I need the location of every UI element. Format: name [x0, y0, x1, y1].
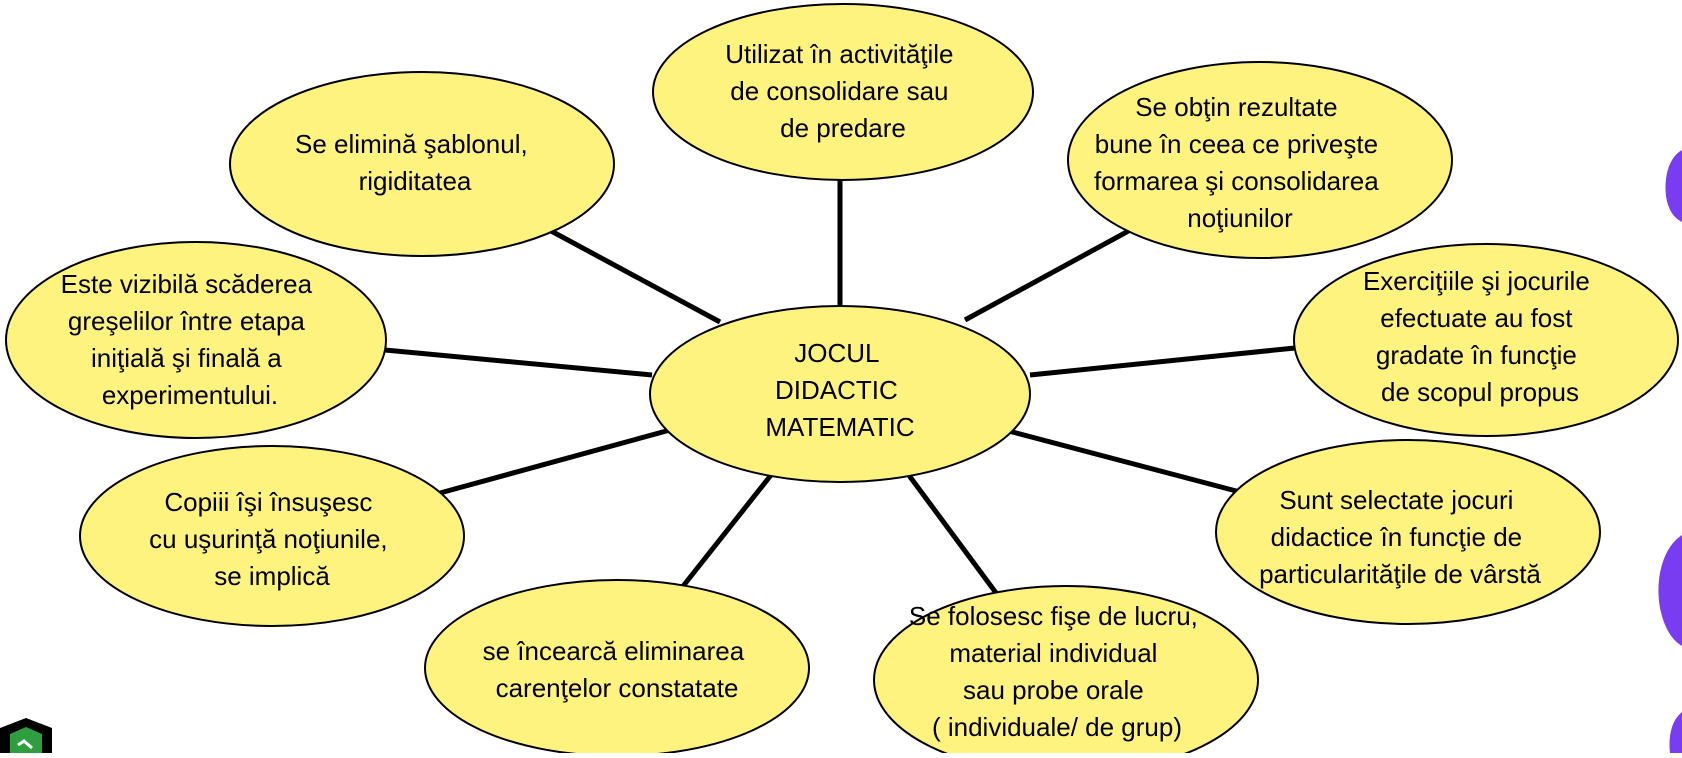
node-fise-line-2: material individual	[949, 638, 1157, 668]
node-copiii: Copiii îşi însuşesc cu uşurinţă noţiunil…	[80, 446, 464, 626]
node-greseli: Este vizibilă scăderea greşelilor între …	[6, 242, 386, 438]
node-copiii-line-2: cu uşurinţă noţiunile,	[149, 524, 387, 554]
center-node: JOCUL DIDACTIC MATEMATIC	[650, 306, 1030, 482]
node-sablon: Se elimină şablonul, rigiditatea	[230, 72, 614, 256]
node-selectate-line-1: Sunt selectate jocuri	[1279, 485, 1513, 515]
node-rezultate-line-2: bune în ceea ce priveşte	[1095, 129, 1378, 159]
node-greseli-line-4: experimentului.	[102, 380, 278, 410]
logo-fragment	[0, 718, 52, 753]
center-line-2: DIDACTIC	[775, 375, 898, 405]
node-carente-line-1: se încearcă eliminarea	[483, 636, 745, 666]
node-utilizat-line-2: de consolidare sau	[730, 76, 948, 106]
node-copiii-line-3: se implică	[214, 561, 330, 591]
connector-rezultate	[965, 222, 1145, 320]
node-selectate-line-2: didactice în funcţie de	[1271, 522, 1523, 552]
node-rezultate-line-3: formarea şi consolidarea	[1094, 166, 1379, 196]
center-line-1: JOCUL	[794, 338, 879, 368]
node-carente: se încearcă eliminarea carenţelor consta…	[425, 580, 809, 753]
node-sablon-line-1: Se elimină şablonul,	[295, 129, 528, 159]
node-exercitii-line-4: de scopul propus	[1381, 377, 1579, 407]
node-selectate-text: Sunt selectate jocuri didactice în funcţ…	[1259, 485, 1541, 589]
connector-sablon	[540, 225, 720, 322]
node-copiii-line-1: Copiii îşi însuşesc	[164, 487, 372, 517]
node-selectate: Sunt selectate jocuri didactice în funcţ…	[1216, 440, 1600, 624]
node-utilizat: Utilizat în activităţile de consolidare …	[653, 4, 1033, 180]
node-fise-line-3: sau probe orale	[963, 675, 1144, 705]
node-carente-shape	[425, 580, 809, 753]
connector-exercitii	[1030, 348, 1295, 375]
purple-crescent-top	[1666, 150, 1682, 222]
node-rezultate-line-1: Se obţin rezultate	[1135, 92, 1337, 122]
node-exercitii-line-1: Exerciţiile şi jocurile	[1363, 266, 1590, 296]
node-sablon-shape	[230, 72, 614, 256]
node-rezultate-line-4: noţiunilor	[1187, 203, 1293, 233]
node-greseli-line-3: iniţială şi finală a	[91, 343, 282, 373]
node-fise-line-1: Se folosesc fişe de lucru,	[909, 601, 1198, 631]
node-exercitii-line-2: efectuate au fost	[1380, 303, 1573, 333]
node-sablon-line-2: rigiditatea	[359, 166, 472, 196]
node-fise: Se folosesc fişe de lucru, material indi…	[874, 586, 1258, 753]
node-carente-line-2: carenţelor constatate	[496, 673, 739, 703]
node-greseli-line-2: greşelilor între etapa	[68, 306, 306, 336]
purple-crescent-bottom	[1670, 712, 1682, 753]
node-greseli-line-1: Este vizibilă scăderea	[61, 269, 313, 299]
connector-fise	[905, 470, 1005, 605]
connector-carente	[680, 470, 775, 590]
center-line-3: MATEMATIC	[765, 412, 914, 442]
node-fise-line-4: ( individuale/ de grup)	[932, 712, 1182, 742]
node-exercitii: Exerciţiile şi jocurile efectuate au fos…	[1294, 244, 1678, 436]
node-exercitii-line-3: gradate în funcţie	[1376, 340, 1577, 370]
connector-selectate	[1005, 430, 1240, 492]
purple-crescent-middle	[1658, 535, 1682, 646]
connector-greseli	[385, 350, 652, 375]
node-rezultate: Se obţin rezultate bune în ceea ce prive…	[1068, 62, 1452, 258]
connector-copiii	[440, 430, 670, 493]
node-utilizat-line-1: Utilizat în activităţile	[725, 39, 953, 69]
decorative-edge-shapes	[1658, 150, 1682, 753]
node-utilizat-line-3: de predare	[780, 113, 906, 143]
node-selectate-line-3: particularităţile de vârstă	[1259, 559, 1541, 589]
